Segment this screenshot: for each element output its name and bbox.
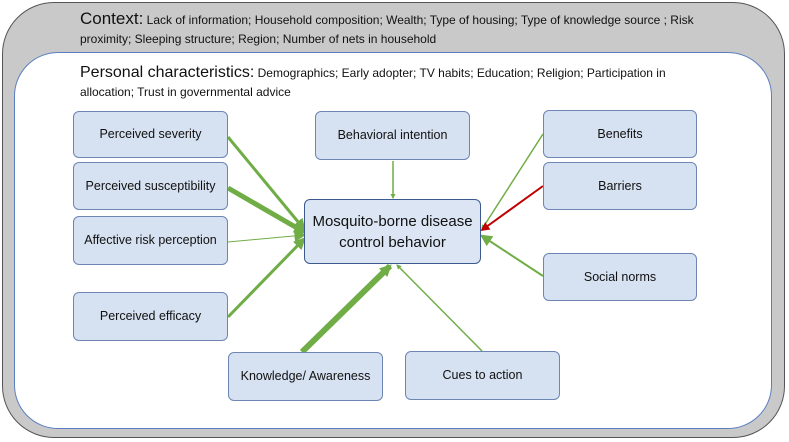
box-cues-to-action: Cues to action xyxy=(405,351,560,400)
arrow-social-norms xyxy=(479,234,544,277)
box-perceived-susceptibility: Perceived susceptibility xyxy=(73,162,228,210)
box-perceived-severity: Perceived severity xyxy=(73,111,228,158)
box-affective-risk-perception: Affective risk perception xyxy=(73,216,228,265)
arrow-cues xyxy=(396,264,483,352)
arrow-efficacy xyxy=(226,237,306,319)
context-items: Lack of information; Household compositi… xyxy=(80,13,694,46)
box-perceived-efficacy: Perceived efficacy xyxy=(73,292,228,341)
context-text: Context: Lack of information; Household … xyxy=(80,9,740,49)
personal-characteristics-title: Personal characteristics: xyxy=(80,64,255,81)
personal-characteristics-items: Demographics; Early adopter; TV habits; … xyxy=(80,66,666,99)
box-control-behavior: Mosquito-borne disease control behavior xyxy=(304,199,481,264)
arrow-barriers xyxy=(480,185,544,232)
arrow-susceptibility xyxy=(226,185,307,235)
box-behavioral-intention: Behavioral intention xyxy=(315,111,470,160)
arrow-benefits xyxy=(481,133,544,230)
arrow-affective xyxy=(227,229,307,243)
box-benefits: Benefits xyxy=(543,110,697,158)
context-title: Context: xyxy=(80,9,144,28)
arrow-severity xyxy=(226,136,306,231)
box-barriers: Barriers xyxy=(543,162,697,210)
box-knowledge-awareness: Knowledge/ Awareness xyxy=(228,352,383,401)
box-social-norms: Social norms xyxy=(543,253,697,301)
personal-characteristics-text: Personal characteristics: Demographics; … xyxy=(80,63,720,102)
arrow-knowledge xyxy=(299,263,393,355)
